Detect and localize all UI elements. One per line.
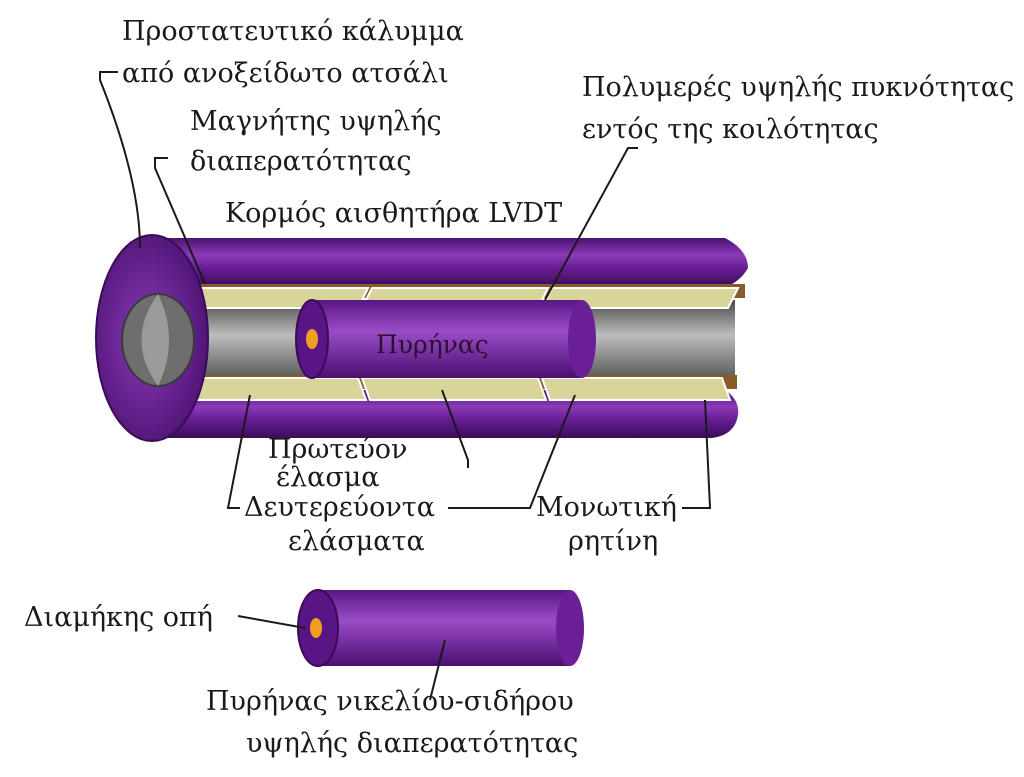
label-secondary-line2: ελάσματα bbox=[288, 528, 425, 555]
label-lvdt-body: Κορμός αισθητήρα LVDT bbox=[225, 200, 562, 227]
label-polymer-line1: Πολυμερές υψηλής πυκνότητας bbox=[582, 74, 1014, 101]
label-magnet-line1: Μαγνήτης υψηλής bbox=[190, 108, 442, 135]
label-primary-line1: Πρωτεύον bbox=[268, 436, 407, 463]
label-secondary-line1: Δευτερεύοντα bbox=[244, 494, 435, 521]
label-cover-line1: Προστατευτικό κάλυμμα bbox=[122, 18, 464, 45]
label-core-inside: Πυρήνας bbox=[376, 330, 489, 359]
label-cover-line2: από ανοξείδωτο ατσάλι bbox=[122, 60, 449, 87]
label-magnet-line2: διαπερατότητας bbox=[190, 148, 412, 175]
separate-core-end-right bbox=[556, 590, 584, 666]
label-resin-line2: ρητίνη bbox=[568, 528, 658, 555]
lower-windings bbox=[170, 378, 730, 400]
label-ni-fe-core-line1: Πυρήνας νικελίου-σιδήρου bbox=[206, 688, 574, 715]
label-bore: Διαμήκης οπή bbox=[24, 604, 213, 631]
label-primary-line2: έλασμα bbox=[276, 464, 380, 491]
label-polymer-line2: εντός της κοιλότητας bbox=[582, 116, 879, 143]
separate-core-body bbox=[318, 590, 570, 666]
housing-upper bbox=[155, 238, 748, 287]
separate-core-hole bbox=[310, 618, 322, 638]
inner-core-hole bbox=[306, 329, 318, 349]
label-resin-line1: Μονωτική bbox=[536, 494, 677, 521]
inner-core-end-right bbox=[568, 300, 596, 378]
label-ni-fe-core-line2: υψηλής διαπερατότητας bbox=[246, 730, 578, 757]
